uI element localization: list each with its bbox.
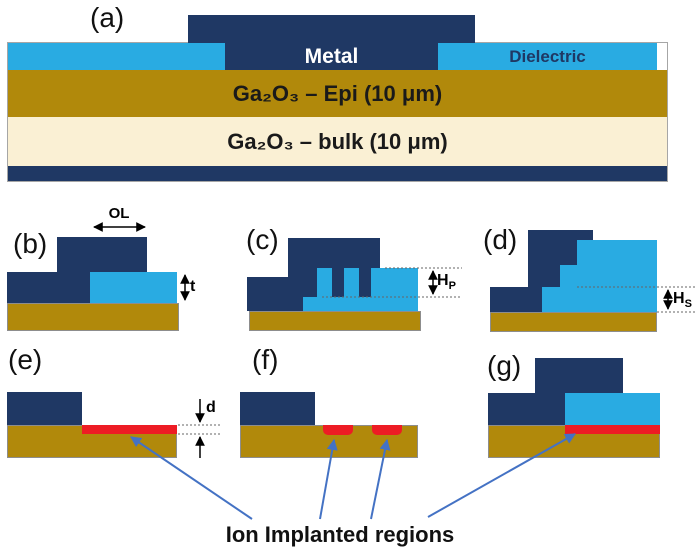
- panel-b-gate-top: [57, 237, 147, 272]
- panel-c-dielectric-pillar-2: [344, 268, 359, 297]
- step-height-subscript: S: [684, 298, 692, 311]
- overlap-length-label: OL: [108, 205, 130, 222]
- panel-e-label: (e): [8, 344, 43, 375]
- bulk-layer-label: Ga₂O₃ – bulk (10 μm): [227, 128, 448, 154]
- figure-caption: Ion Implanted regions: [225, 522, 455, 547]
- pillar-height-symbol: H: [437, 272, 449, 289]
- dielectric-left-segment: [8, 43, 225, 70]
- panel-b-epi: [7, 303, 179, 331]
- panel-c-gate-neck: [288, 268, 317, 277]
- panel-d-label: (d): [483, 224, 518, 255]
- panel-d-dielectric-mid-step: [560, 265, 577, 312]
- panel-c-dielectric-right: [371, 268, 418, 297]
- panel-c-dielectric-slab: [303, 297, 418, 311]
- dielectric-thickness-label: t: [190, 278, 196, 295]
- panel-c-gate-finger-2: [359, 268, 371, 297]
- panel-a-label: (a): [90, 2, 125, 33]
- panel-d-epi: [490, 312, 657, 332]
- panel-g-implant-region: [565, 425, 660, 434]
- pillar-height-label: HP: [437, 273, 456, 292]
- panel-c-gate-foot: [247, 297, 303, 311]
- panel-c-gate-finger-1: [332, 268, 344, 297]
- panel-b-gate-bottom: [7, 272, 90, 303]
- epi-layer: [8, 70, 667, 117]
- substrate-bottom-layer: [8, 166, 667, 181]
- step-height-symbol: H: [673, 290, 685, 307]
- panel-f-implant-region-1: [323, 425, 353, 435]
- panel-f-metal: [240, 392, 315, 425]
- panel-f-label: (f): [252, 344, 279, 375]
- panel-d-dielectric-low-step: [542, 287, 560, 312]
- panel-d-gate-step-3: [528, 265, 560, 287]
- panel-b-label: (b): [13, 228, 48, 259]
- panel-c-dielectric-pillar-1: [317, 268, 332, 297]
- step-height-label: HS: [673, 291, 692, 310]
- panel-d-gate-step-1: [528, 230, 593, 240]
- panel-e-implant-region: [82, 425, 177, 434]
- panel-g-label: (g): [487, 350, 522, 381]
- panel-g-dielectric: [565, 393, 660, 425]
- metal-gate-upper: [188, 15, 475, 43]
- panel-c-gate-arm: [247, 277, 317, 297]
- panel-d-dielectric-top-step: [577, 240, 657, 312]
- metal-gate-lower: [225, 43, 438, 70]
- panel-e-metal: [7, 392, 82, 425]
- pillar-height-subscript: P: [448, 280, 456, 293]
- panel-d-gate-foot: [490, 287, 542, 312]
- panel-c-epi: [249, 311, 421, 331]
- panel-f-implant-region-2: [372, 425, 402, 435]
- panel-g-gate-bottom: [488, 393, 565, 425]
- panel-c-label: (c): [246, 224, 279, 255]
- panel-g-gate-top: [535, 358, 623, 393]
- bulk-layer: [8, 117, 667, 166]
- panel-b-dielectric: [90, 272, 177, 303]
- dielectric-right-segment: [438, 43, 657, 70]
- panel-c-gate-top: [288, 238, 380, 268]
- metal-label: Metal: [304, 44, 359, 68]
- dielectric-label: Dielectric: [509, 46, 586, 66]
- epi-layer-label: Ga₂O₃ – Epi (10 μm): [232, 80, 443, 106]
- panel-d-gate-step-2: [528, 240, 577, 265]
- implant-depth-label: d: [206, 399, 216, 416]
